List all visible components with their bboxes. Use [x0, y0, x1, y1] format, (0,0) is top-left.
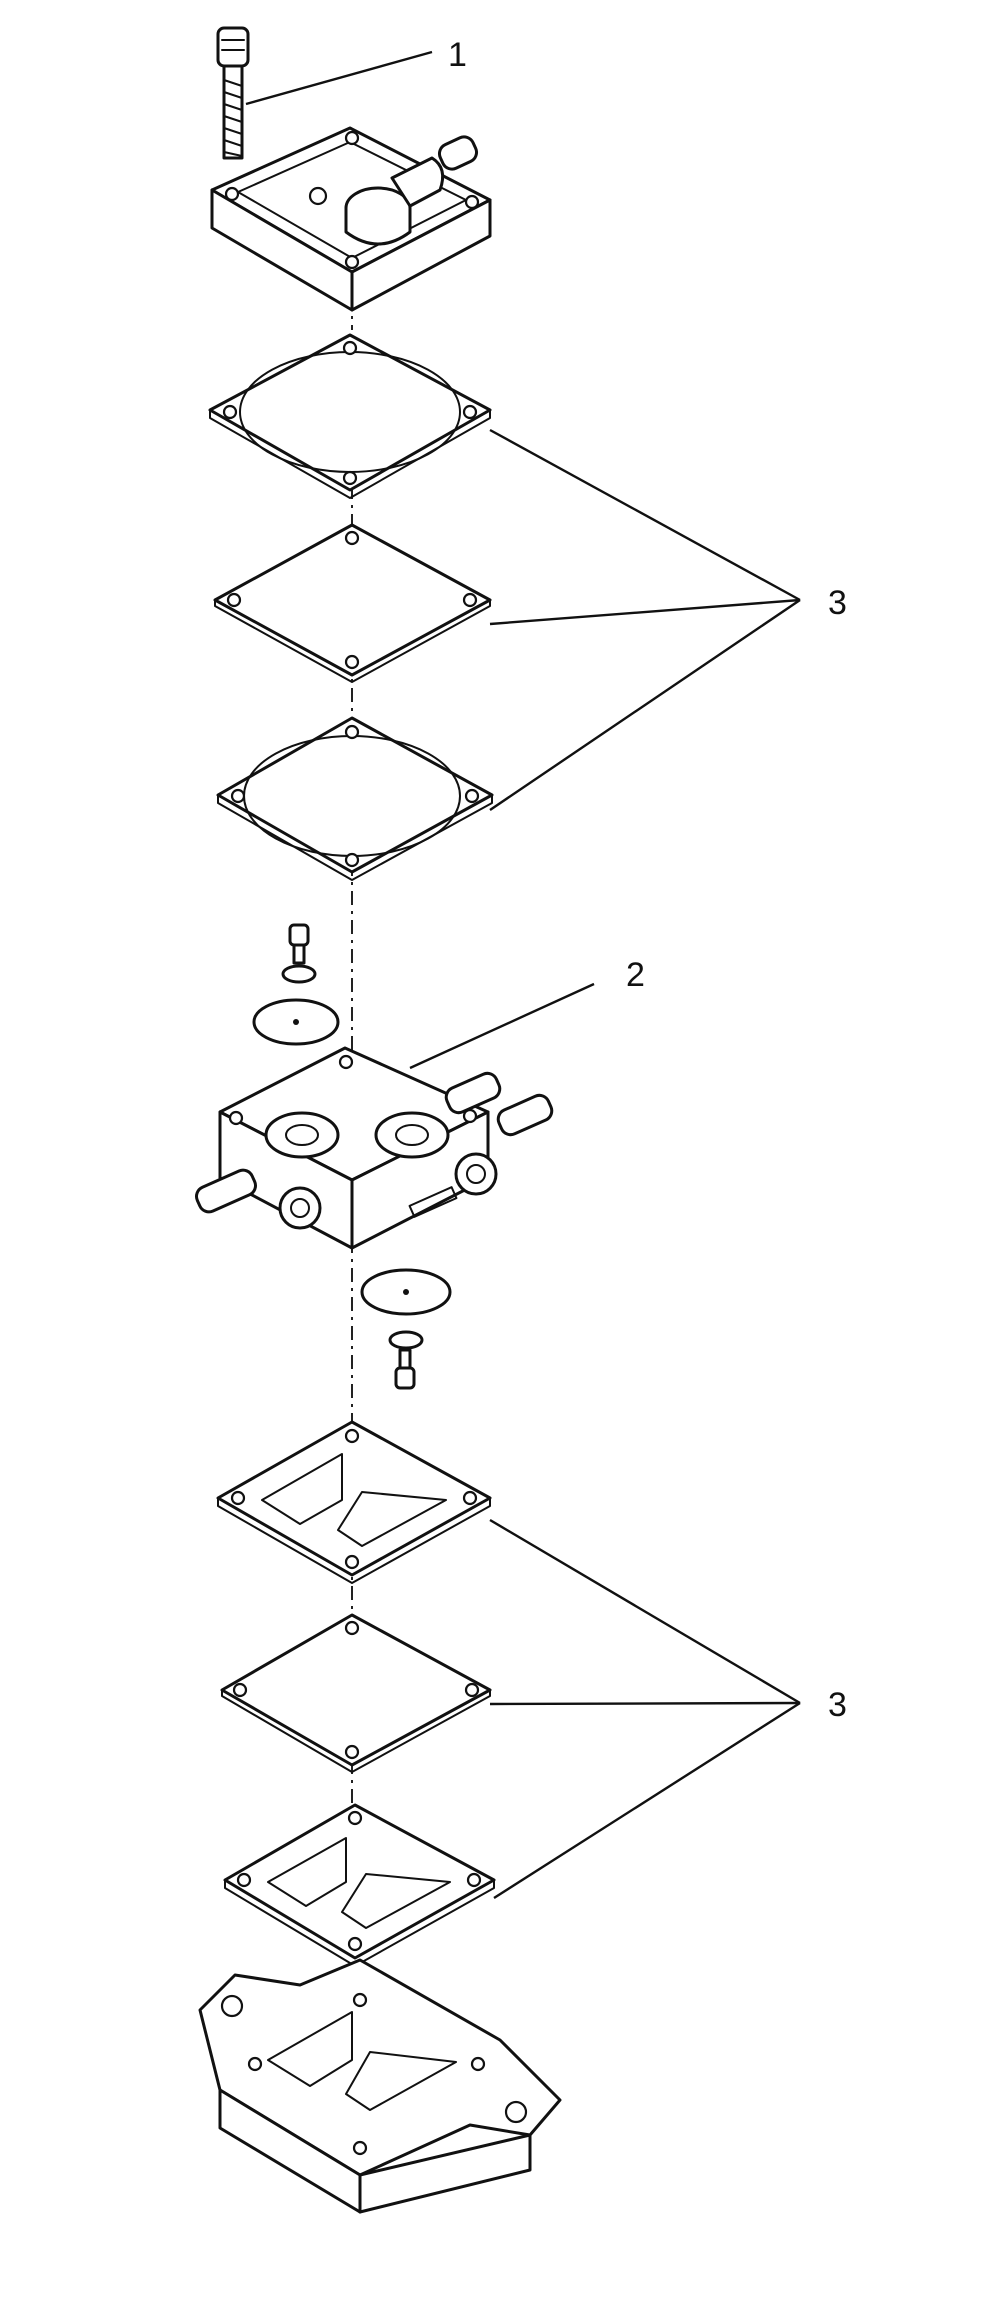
callout-number-3-lower: 3 — [828, 1686, 847, 1724]
leader-line-2 — [409, 982, 595, 1070]
leader-lines-3-lower — [489, 1518, 801, 1900]
pump-body — [195, 1046, 554, 1250]
upper-diaphragm — [213, 523, 492, 683]
upper-gasket-open-lower — [216, 716, 494, 881]
lower-diaphragm — [220, 1613, 492, 1773]
cap-screw — [216, 26, 250, 160]
upper-gasket-open — [208, 333, 492, 499]
callout-number-2: 2 — [626, 956, 645, 994]
callout-number-3-upper: 3 — [828, 584, 847, 622]
lower-gasket-divided-second — [223, 1803, 496, 1967]
pump-base-flange — [198, 1958, 562, 2214]
leader-lines-3-upper — [489, 428, 801, 811]
lower-gasket-divided — [216, 1420, 492, 1584]
pump-top-cover — [210, 126, 492, 312]
lower-check-valve — [360, 1268, 452, 1390]
leader-line-1 — [245, 50, 433, 106]
callout-number-1: 1 — [448, 36, 467, 74]
upper-check-valve — [252, 923, 340, 1046]
